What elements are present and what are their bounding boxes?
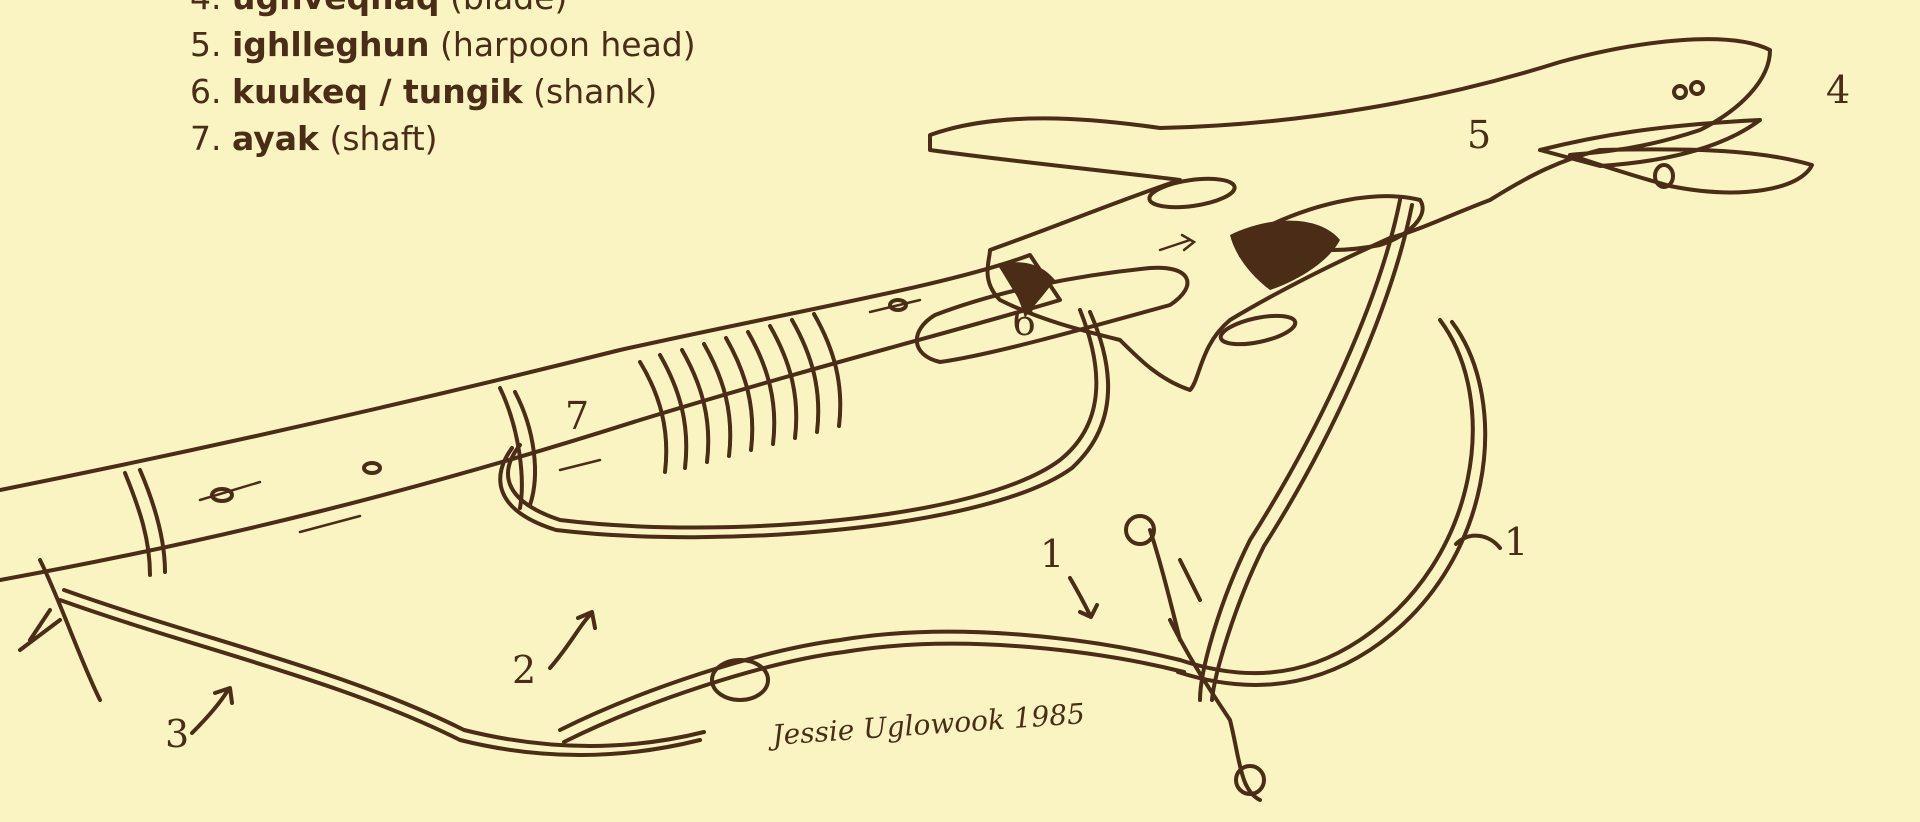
- callout-blade: 4: [1826, 68, 1850, 112]
- callout-line-right: 1: [1504, 520, 1528, 564]
- callout-shaft: 7: [565, 394, 589, 438]
- shaft-shape: [0, 255, 1060, 580]
- shank-shape: [917, 196, 1423, 362]
- line-lashing: [20, 200, 1485, 800]
- callout-shank: 6: [1012, 300, 1036, 344]
- arrow-line-left: [192, 688, 232, 733]
- arrow-line-center: [1070, 578, 1097, 617]
- callout-loop-lower: 2: [512, 648, 536, 692]
- callout-line-left: 3: [165, 712, 189, 756]
- arrow-loop-lower: [550, 612, 595, 668]
- callout-harpoon-head: 5: [1467, 113, 1491, 157]
- callout-line-center: 1: [1040, 532, 1064, 576]
- callout-arrows: [192, 536, 1500, 733]
